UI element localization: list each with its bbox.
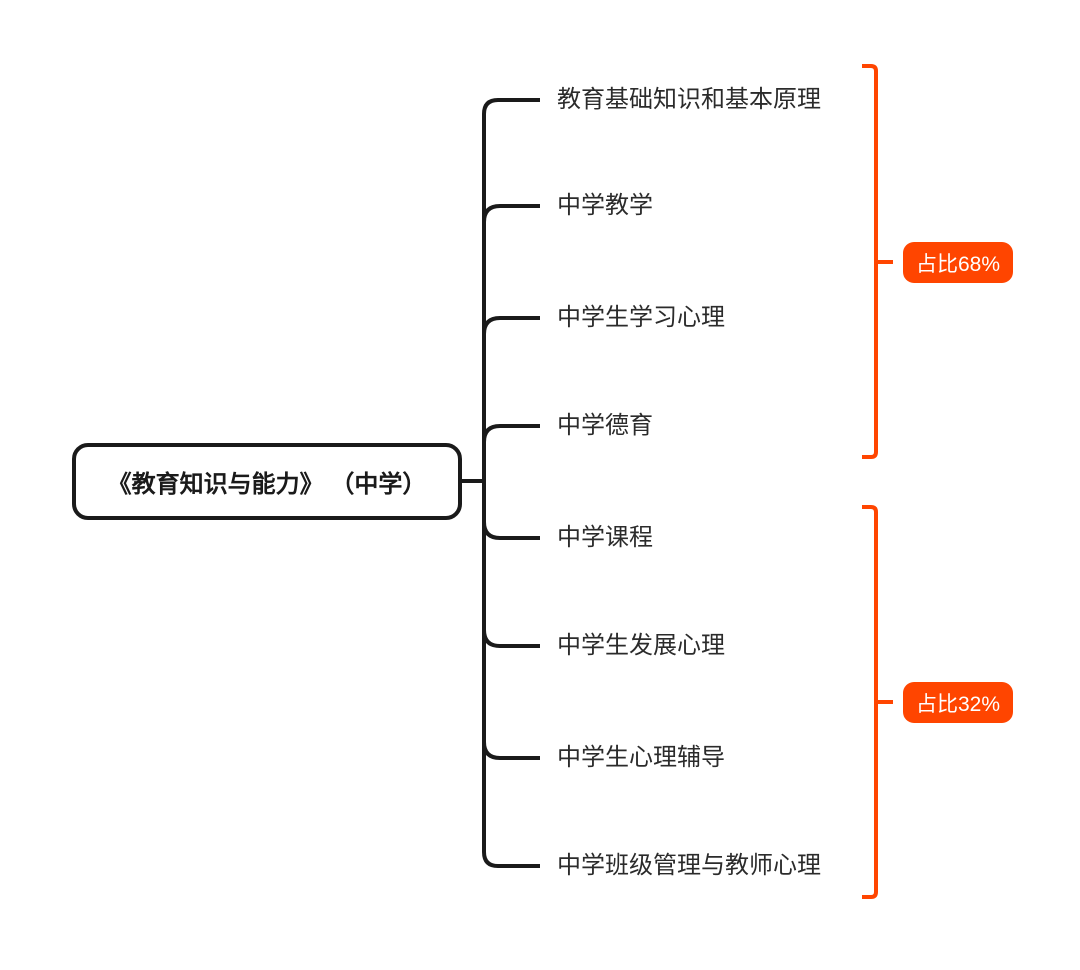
- branch-line-4: [482, 424, 540, 443]
- branch-topic-6[interactable]: 中学生发展心理: [557, 632, 725, 659]
- trunk-line: [482, 98, 540, 868]
- branch-topic-5[interactable]: 中学课程: [557, 524, 653, 551]
- branch-topic-7[interactable]: 中学生心理辅导: [557, 744, 725, 771]
- ratio-badge-32-label: 占比32%: [915, 692, 1001, 716]
- branch-topic-2[interactable]: 中学教学: [557, 192, 653, 219]
- branch-topic-3[interactable]: 中学生学习心理: [557, 304, 725, 331]
- branch-line-3: [482, 316, 540, 335]
- branch-line-2: [482, 204, 540, 223]
- branch-topic-4[interactable]: 中学德育: [557, 412, 653, 439]
- branch-topic-8[interactable]: 中学班级管理与教师心理: [557, 852, 821, 879]
- group-bracket-68: [862, 64, 878, 459]
- ratio-badge-68[interactable]: 占比68%: [903, 242, 1013, 283]
- branch-topic-1[interactable]: 教育基础知识和基本原理: [557, 86, 821, 113]
- ratio-badge-68-label: 占比68%: [915, 252, 1001, 276]
- root-topic-node[interactable]: 《教育知识与能力》 （中学）: [72, 443, 462, 520]
- branch-line-6: [482, 629, 540, 648]
- ratio-badge-32[interactable]: 占比32%: [903, 682, 1013, 723]
- branch-line-7: [482, 741, 540, 760]
- group-bracket-32: [862, 505, 878, 899]
- branch-line-5: [482, 521, 540, 540]
- root-topic-label: 《教育知识与能力》 （中学）: [107, 471, 427, 498]
